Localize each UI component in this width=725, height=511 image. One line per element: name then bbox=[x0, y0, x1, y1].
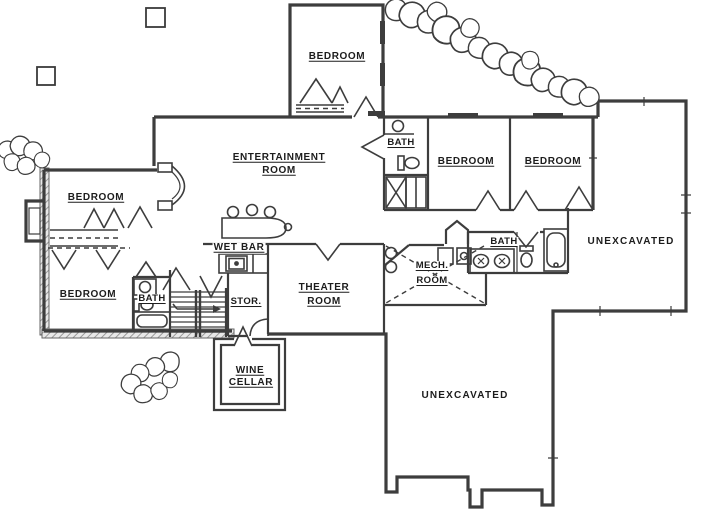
door-swing bbox=[233, 325, 253, 347]
window-markers bbox=[368, 21, 563, 119]
label-bath-lower-left: BATH bbox=[137, 293, 167, 305]
label-stor: STOR. bbox=[229, 296, 263, 308]
bathtub-icon bbox=[543, 228, 569, 272]
door-swing bbox=[353, 95, 379, 118]
door-swing bbox=[135, 260, 157, 278]
interior-walls bbox=[131, 117, 593, 412]
label-wet-bar: WET BAR bbox=[212, 241, 266, 254]
label-wine-1: WINE bbox=[234, 364, 266, 377]
exterior-walls bbox=[24, 3, 688, 509]
label-theater-1: THEATER bbox=[297, 281, 351, 294]
door-swing bbox=[162, 266, 191, 291]
toilet-tank bbox=[519, 245, 534, 252]
label-bedroom-top: BEDROOM bbox=[307, 50, 367, 63]
toilet-icon bbox=[404, 156, 420, 170]
mech-room-equipment bbox=[384, 245, 485, 304]
wet-bar-area bbox=[218, 203, 293, 274]
label-bedroom-mid-right: BEDROOM bbox=[523, 155, 583, 168]
mech-area-cross bbox=[385, 245, 485, 304]
label-wine-2: CELLAR bbox=[227, 376, 275, 389]
label-mech-1: MECH. bbox=[414, 260, 450, 272]
bar-stool-icon bbox=[263, 205, 277, 219]
label-unexcavated-right: UNEXCAVATED bbox=[587, 235, 675, 247]
door-swing bbox=[513, 189, 539, 211]
toilet-tank bbox=[133, 298, 140, 312]
door-swing bbox=[360, 134, 385, 160]
door-swing bbox=[95, 249, 121, 271]
bar-stool-icon bbox=[226, 205, 240, 219]
door-swing bbox=[513, 231, 539, 249]
bay-window bbox=[28, 207, 41, 235]
window-marker bbox=[533, 113, 563, 119]
top-bath-fixtures bbox=[384, 119, 420, 171]
toilet-icon bbox=[520, 252, 533, 268]
label-bedroom-lower-left: BEDROOM bbox=[58, 288, 118, 301]
furnace-icon bbox=[456, 247, 472, 265]
window-marker bbox=[380, 63, 385, 86]
door-swing bbox=[127, 205, 153, 229]
label-entertainment-2: ROOM bbox=[261, 164, 297, 177]
column-markers bbox=[36, 7, 166, 86]
window-marker bbox=[368, 111, 385, 116]
water-heater-icon bbox=[384, 246, 398, 260]
counter bbox=[218, 253, 269, 274]
window-sill bbox=[296, 104, 344, 113]
closet-and-window-symbols bbox=[28, 77, 427, 249]
door-swing bbox=[51, 249, 77, 271]
label-bedroom-upper-left: BEDROOM bbox=[66, 191, 126, 204]
closet-bifold-doors bbox=[83, 207, 125, 229]
door-swing bbox=[249, 318, 269, 337]
toilet-tank bbox=[397, 155, 405, 171]
door-swings bbox=[51, 95, 594, 347]
wall-joint-ticks bbox=[548, 97, 691, 459]
water-heater-icon bbox=[384, 260, 398, 274]
door-swing bbox=[315, 243, 341, 262]
rock-cluster-top bbox=[384, 0, 603, 111]
door-swing bbox=[199, 275, 223, 299]
column-marker bbox=[36, 66, 56, 86]
sink-icon bbox=[225, 255, 248, 272]
door-swing bbox=[475, 189, 501, 211]
label-unexcavated-bottom: UNEXCAVATED bbox=[421, 389, 509, 401]
sink-icon bbox=[472, 253, 490, 269]
sink-icon bbox=[138, 280, 152, 294]
label-bedroom-mid-left: BEDROOM bbox=[436, 155, 496, 168]
label-mech-2: ROOM bbox=[415, 275, 449, 287]
sink-icon bbox=[391, 119, 405, 133]
rock-cluster-bottom bbox=[117, 351, 180, 405]
window-marker bbox=[380, 21, 385, 44]
vanity-counter bbox=[469, 248, 515, 274]
label-bath-right: BATH bbox=[489, 236, 519, 248]
label-entertainment-1: ENTERTAINMENT bbox=[231, 151, 327, 164]
bar-stool-icon bbox=[245, 203, 259, 217]
window-break bbox=[299, 77, 349, 104]
label-theater-2: ROOM bbox=[306, 295, 342, 308]
right-bath-fixtures bbox=[469, 228, 569, 274]
sink-icon bbox=[493, 253, 511, 269]
bathtub-icon bbox=[133, 311, 171, 331]
window-marker bbox=[448, 113, 478, 119]
direction-arrow bbox=[172, 303, 213, 310]
column-marker bbox=[145, 7, 166, 28]
door-swing bbox=[564, 185, 594, 211]
fireplace-niche bbox=[157, 162, 186, 211]
stairs bbox=[170, 290, 226, 337]
bar-island bbox=[221, 217, 287, 239]
label-bath-top: BATH bbox=[386, 137, 416, 149]
